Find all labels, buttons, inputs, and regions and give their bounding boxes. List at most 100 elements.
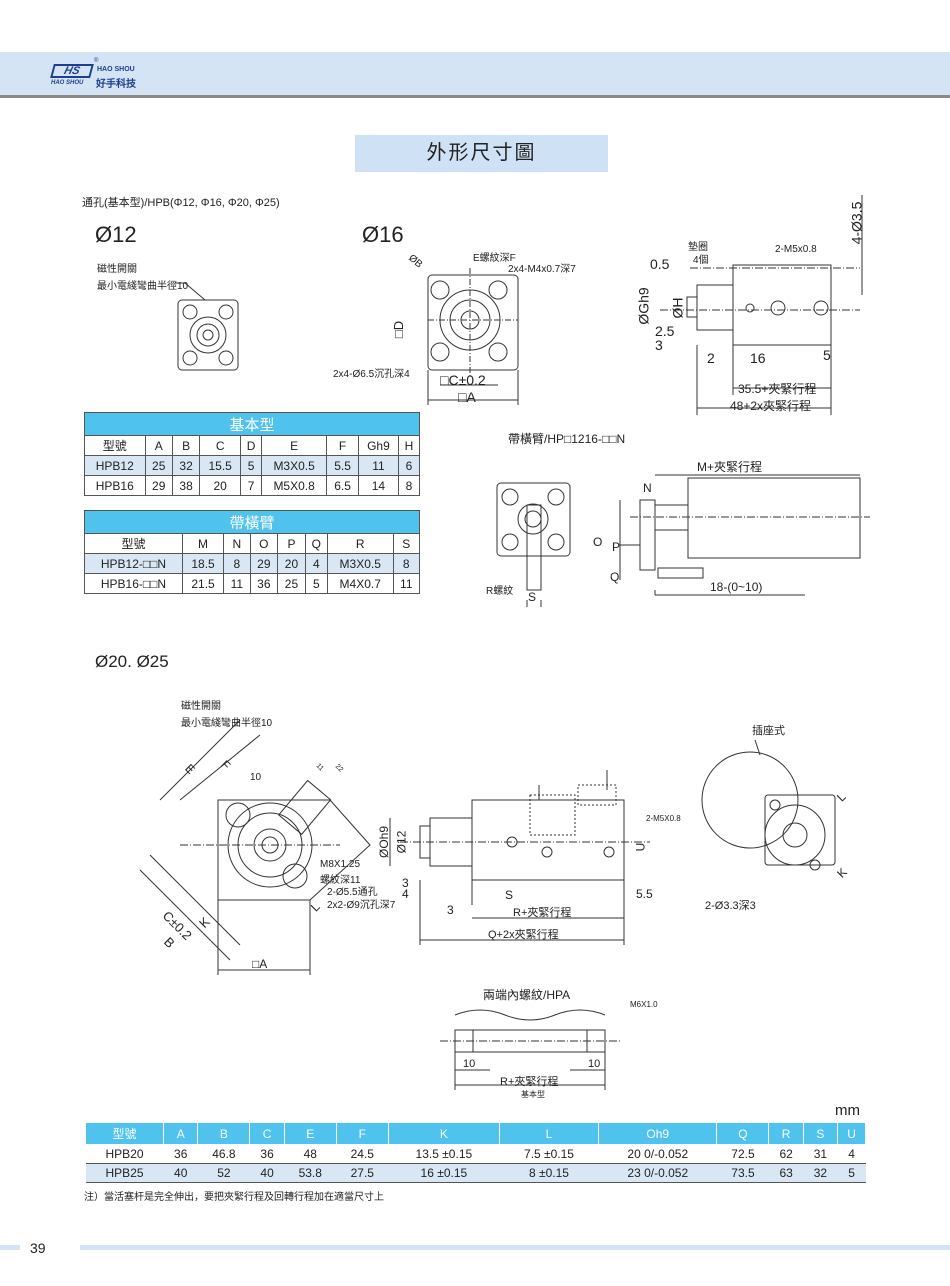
d16-front-view <box>427 268 519 405</box>
cell: 18.5 <box>181 553 225 574</box>
cell: 72.5 <box>716 1144 769 1164</box>
label-washer-count: 4個 <box>693 255 709 266</box>
label-washer: 墊圈 <box>688 242 708 253</box>
label-q-stroke: Q+2x夾緊行程 <box>488 929 559 941</box>
cell: 62 <box>768 1144 804 1164</box>
col-header: K <box>387 1122 500 1145</box>
section-d20-d25: Ø20. Ø25 <box>95 652 169 671</box>
arm-side-view <box>619 474 870 596</box>
label-m5-2: 2-M5X0.8 <box>646 814 681 823</box>
cell: 25 <box>277 573 306 594</box>
cell: 31 <box>803 1144 838 1164</box>
col-header: D <box>240 435 263 456</box>
label-arm-range: 18-(0~10) <box>710 580 763 594</box>
label-2: 2 <box>707 350 715 366</box>
label-16: 16 <box>750 350 766 366</box>
cell: 20 <box>277 553 306 574</box>
label-10-right: 10 <box>588 1058 601 1070</box>
col-header: O <box>249 533 279 554</box>
unit-label: mm <box>835 1102 860 1119</box>
cell: 8 <box>223 553 251 574</box>
label-p: P <box>612 540 621 554</box>
label-48-stroke: 48+2x夾緊行程 <box>730 399 812 413</box>
cell: 73.5 <box>716 1163 769 1183</box>
col-header: A <box>144 435 173 456</box>
section-d12: Ø12 <box>95 222 137 247</box>
cell: 36 <box>249 1144 285 1164</box>
label-through-hole: 2-Ø5.5通孔 <box>327 887 378 898</box>
cell: 11 <box>357 455 399 476</box>
cell: 5 <box>240 455 263 476</box>
cell: 32 <box>803 1163 838 1183</box>
cell: 11 <box>392 573 421 594</box>
cell: HPB16-□□N <box>84 573 183 594</box>
page-number: 39 <box>30 1240 46 1256</box>
col-header: Q <box>304 533 328 554</box>
label-10-left: 10 <box>463 1058 476 1070</box>
cell: 63 <box>768 1163 804 1183</box>
label-m6: M6X1.0 <box>630 1000 658 1009</box>
label-3: 3 <box>655 337 663 353</box>
label-arm-title: 帶橫臂/HP□1216-□□N <box>508 432 626 446</box>
cell: 48 <box>284 1144 337 1164</box>
label-s-2: S <box>505 888 514 902</box>
label-gh9: ØGh9 <box>635 287 652 325</box>
cell: 24.5 <box>336 1144 389 1164</box>
label-5-5: 5.5 <box>636 887 653 901</box>
cell: 14 <box>357 475 399 496</box>
label-m5: 2-M5x0.8 <box>775 244 817 255</box>
cell: 7 <box>240 475 263 496</box>
col-header: S <box>802 1122 839 1145</box>
d12-front-view <box>175 282 239 371</box>
col-header: P <box>277 533 306 554</box>
logo-text-en: HAO SHOU <box>97 66 135 73</box>
cell: M3X0.5 <box>261 455 328 476</box>
col-header: L <box>498 1122 600 1145</box>
cell: M5X0.8 <box>261 475 328 496</box>
label-m-stroke: M+夾緊行程 <box>697 460 763 474</box>
cell: 6 <box>397 455 421 476</box>
logo-text-cn: 好手科技 <box>96 79 136 90</box>
cell: 25 <box>144 455 173 476</box>
label-3-b: 3 <box>447 903 454 917</box>
cell: 29 <box>144 475 173 496</box>
label-m8: M8X1.25 <box>320 859 361 870</box>
col-header: Oh9 <box>598 1122 718 1145</box>
plug-front-view <box>701 739 836 871</box>
col-header: B <box>197 1122 251 1145</box>
label-min-bend-radius-2: 最小電綫彎曲半徑10 <box>181 718 273 729</box>
col-header: Q <box>716 1122 770 1145</box>
col-header: U <box>837 1122 866 1145</box>
col-header: E <box>283 1122 337 1145</box>
cell: 5 <box>304 573 328 594</box>
col-header: R <box>768 1122 804 1145</box>
col-header: 型號 <box>84 435 146 456</box>
cell: 52 <box>197 1163 250 1183</box>
cell: 21.5 <box>181 573 225 594</box>
label-e-thread: E螺紋深F <box>473 253 516 264</box>
label-counterbore-2: 2x2-Ø9沉孔深7 <box>327 900 396 911</box>
label-u: U <box>633 842 648 852</box>
label-3-a: 3 <box>402 876 409 890</box>
cell: 32 <box>171 455 201 476</box>
hpa-view <box>440 1009 620 1090</box>
page-title: 外形尺寸圖 <box>355 135 608 172</box>
d20-front-view <box>139 719 371 975</box>
cell: 8 ±0.15 <box>499 1163 599 1183</box>
cell: 7.5 ±0.15 <box>499 1144 599 1164</box>
label-h: ØH <box>669 297 686 319</box>
subtitle: 通孔(基本型)/HPB(Φ12, Φ16, Φ20, Φ25) <box>82 197 280 209</box>
d20-side-view <box>389 770 650 945</box>
cell: 38 <box>171 475 201 496</box>
col-header: N <box>223 533 251 554</box>
col-header: S <box>392 533 421 554</box>
label-n: N <box>643 481 652 495</box>
label-o12: Ø12 <box>394 830 409 854</box>
label-counterbore: 2x4-Ø6.5沉孔深4 <box>333 369 410 380</box>
